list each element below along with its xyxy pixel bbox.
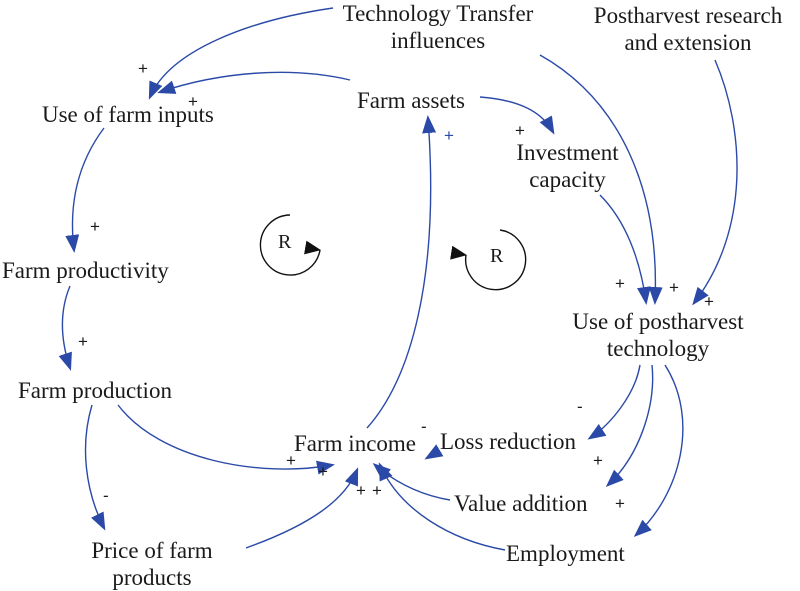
polarity-inputs-to-productivity: +: [90, 217, 100, 236]
node-use-of-farm-inputs: Use of farm inputs: [42, 102, 214, 127]
link-income-to-assets: [366, 115, 437, 429]
node-technology-transfer: Technology Transfer influences: [342, 1, 534, 53]
polarity-assets-to-inputs: +: [188, 92, 198, 111]
polarity-assets-to-investment: +: [515, 121, 525, 140]
link-production-to-income: [117, 404, 335, 475]
node-postharvest-research: Postharvest research and extension: [593, 3, 783, 55]
polarity-production-to-income: +: [286, 451, 296, 470]
node-farm-income: Farm income: [294, 431, 416, 456]
loop-right: R: [450, 229, 527, 291]
link-investment-to-postharvest: [599, 194, 651, 305]
node-investment-capacity: Investment capacity: [516, 140, 619, 192]
link-assets-to-inputs: [157, 71, 351, 94]
polarity-research-to-postharvest: +: [704, 292, 714, 311]
link-price-to-income: [245, 467, 359, 549]
polarity-postharvest-to-loss: -: [577, 397, 583, 416]
loop-left-label: R: [278, 231, 292, 253]
node-loss-reduction: Loss reduction: [440, 429, 577, 454]
polarity-productivity-to-production: +: [78, 332, 88, 351]
polarity-income-to-assets: +: [444, 126, 454, 145]
node-value-addition: Value addition: [454, 491, 588, 516]
link-postharvest-to-loss: [587, 364, 641, 440]
node-price-of-farm-products: Price of farm products: [91, 538, 213, 590]
polarity-tech-to-inputs: +: [138, 59, 148, 78]
link-postharvest-to-employment: [633, 364, 684, 538]
link-inputs-to-productivity: [65, 127, 105, 253]
loop-left: R: [259, 214, 321, 276]
polarity-production-to-price: -: [103, 486, 109, 505]
link-loss-to-income: [424, 444, 444, 460]
polarity-price-to-income: +: [318, 462, 328, 481]
link-production-to-price: [84, 404, 106, 531]
polarity-tech-to-postharvest: +: [669, 278, 679, 297]
polarity-employment-to-income: +: [372, 481, 382, 500]
node-use-of-postharvest-technology: Use of postharvest technology: [572, 309, 744, 361]
node-farm-productivity: Farm productivity: [2, 258, 169, 283]
link-value-to-income: [372, 463, 451, 501]
loop-right-label: R: [490, 245, 504, 267]
link-employment-to-income: [378, 462, 506, 551]
polarity-postharvest-to-value: +: [593, 451, 603, 470]
link-postharvest-to-value: [605, 364, 654, 488]
node-employment: Employment: [506, 541, 625, 566]
polarity-investment-to-postharvest: +: [615, 274, 625, 293]
loop-left-arrow: [259, 214, 321, 276]
node-farm-assets: Farm assets: [357, 88, 465, 113]
link-tech-to-inputs: [148, 7, 334, 100]
polarity-loss-to-income: -: [421, 417, 427, 436]
loop-right-arrow: [450, 229, 527, 291]
link-assets-to-investment: [479, 96, 555, 135]
node-farm-production: Farm production: [18, 378, 172, 403]
polarity-postharvest-to-employment: +: [615, 494, 625, 513]
link-research-to-postharvest: [692, 59, 738, 306]
link-productivity-to-production: [58, 285, 72, 371]
polarity-value-to-income: +: [356, 481, 366, 500]
link-tech-to-postharvest: [539, 54, 663, 305]
